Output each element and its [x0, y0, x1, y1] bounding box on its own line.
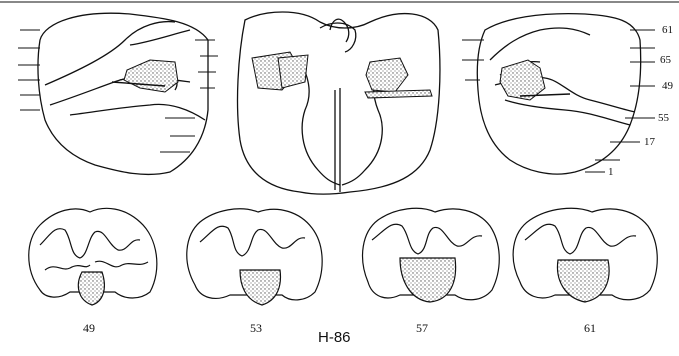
left-lesion-area: [124, 60, 178, 92]
section-label-57: 57: [416, 322, 428, 334]
level-tick-label: 49: [662, 80, 673, 92]
section-label-49: 49: [83, 322, 95, 334]
coronal-section-57: [363, 208, 500, 302]
section-label-53: 53: [250, 322, 262, 334]
center-right-lesion-tail: [365, 90, 432, 98]
case-id-label: H-86: [318, 332, 351, 344]
coronal-section-49: [29, 208, 157, 305]
level-tick-label: 61: [662, 24, 673, 36]
level-tick-label: 1: [608, 166, 614, 178]
right-level-ticks: [462, 30, 655, 172]
coronal-section-53: [187, 209, 322, 305]
left-lateral-brain-view: [38, 13, 208, 174]
level-tick-label: 55: [658, 112, 669, 124]
section-label-61: 61: [584, 322, 596, 334]
coronal-section-61: [513, 208, 657, 302]
level-tick-label: 65: [660, 54, 671, 66]
level-tick-label: 17: [644, 136, 655, 148]
center-mid-lesion: [278, 55, 308, 88]
center-right-lesion: [366, 58, 408, 92]
left-level-ticks: [18, 30, 218, 152]
center-basal-brain-view: [238, 12, 440, 194]
right-lesion-area: [500, 60, 545, 100]
